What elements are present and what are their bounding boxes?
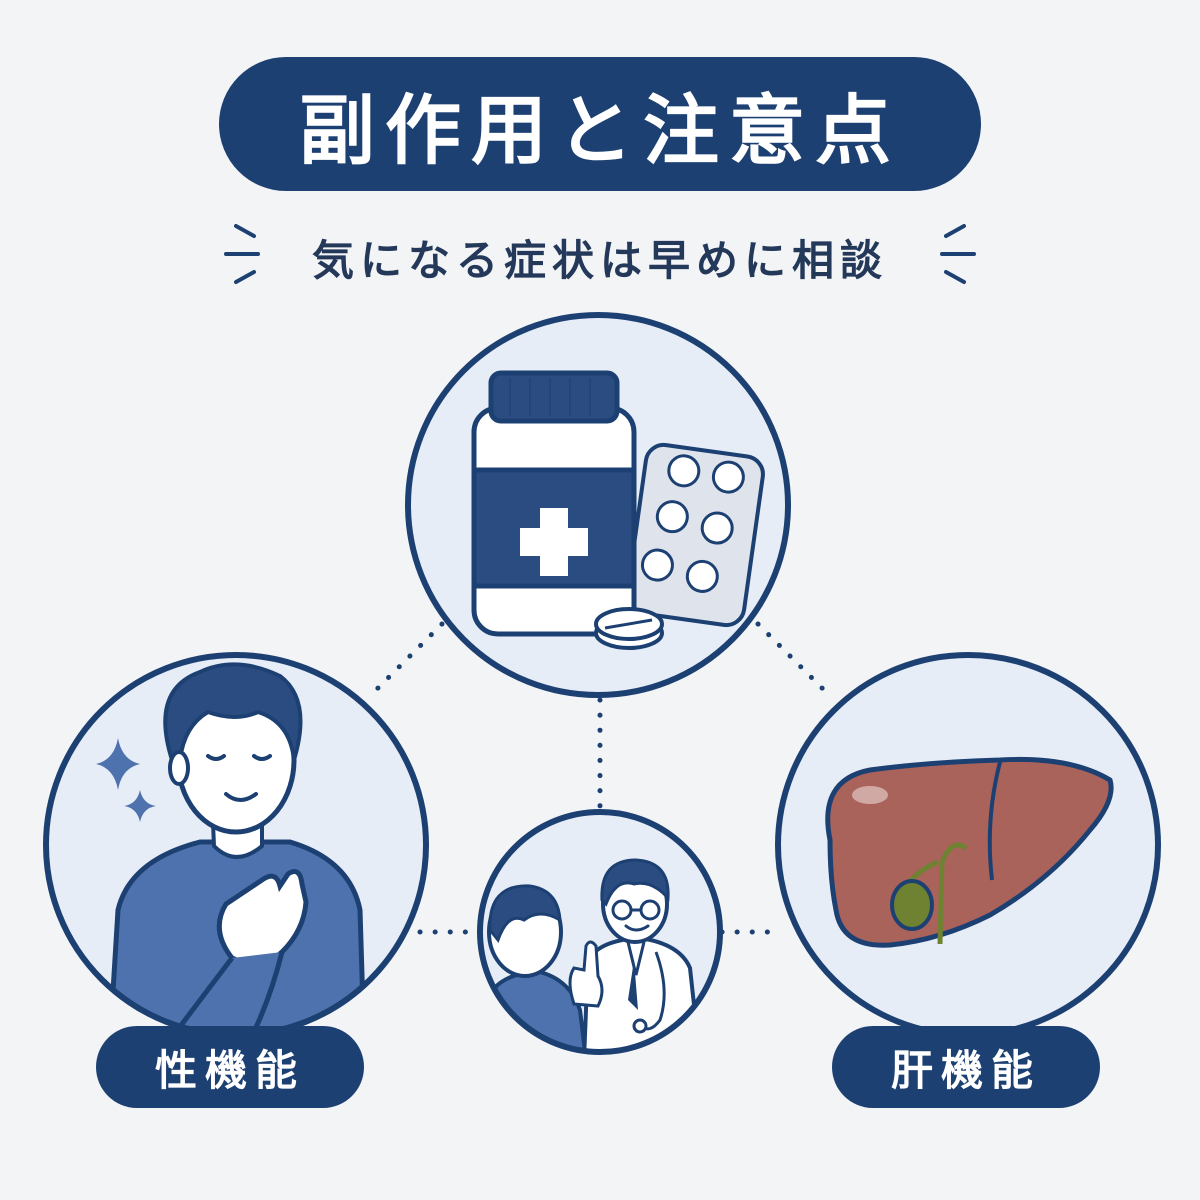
label-sexual-function-text: 性機能 [154,1045,305,1095]
medicine-bottle-icon [471,370,637,637]
sparkle-icon [124,790,156,822]
liver-circle [775,652,1161,1038]
accent-marks-right [940,224,976,284]
blister-pack-icon [625,442,765,628]
label-liver-function: 肝機能 [832,1026,1100,1108]
gallbladder-icon [890,842,968,945]
subtitle: 気になる症状は早めに相談 [311,235,888,285]
sparkle-icon [96,738,140,790]
accent-marks-left [224,224,260,284]
connector-top-left [369,621,445,697]
man-illustration [107,662,367,1035]
label-liver-function-text: 肝機能 [890,1045,1041,1095]
title-banner: 副作用と注意点 [219,57,981,191]
medicine-circle [405,312,791,698]
connector-top-right [755,621,831,697]
page-title: 副作用と注意点 [299,86,901,175]
dotted-connectors [369,621,831,935]
consultation-circle [477,809,723,1055]
subtitle-row: 気になる症状は早めに相談 [240,222,960,292]
tablet-icon [594,607,664,650]
man-circle [43,652,429,1038]
label-sexual-function: 性機能 [96,1026,364,1108]
